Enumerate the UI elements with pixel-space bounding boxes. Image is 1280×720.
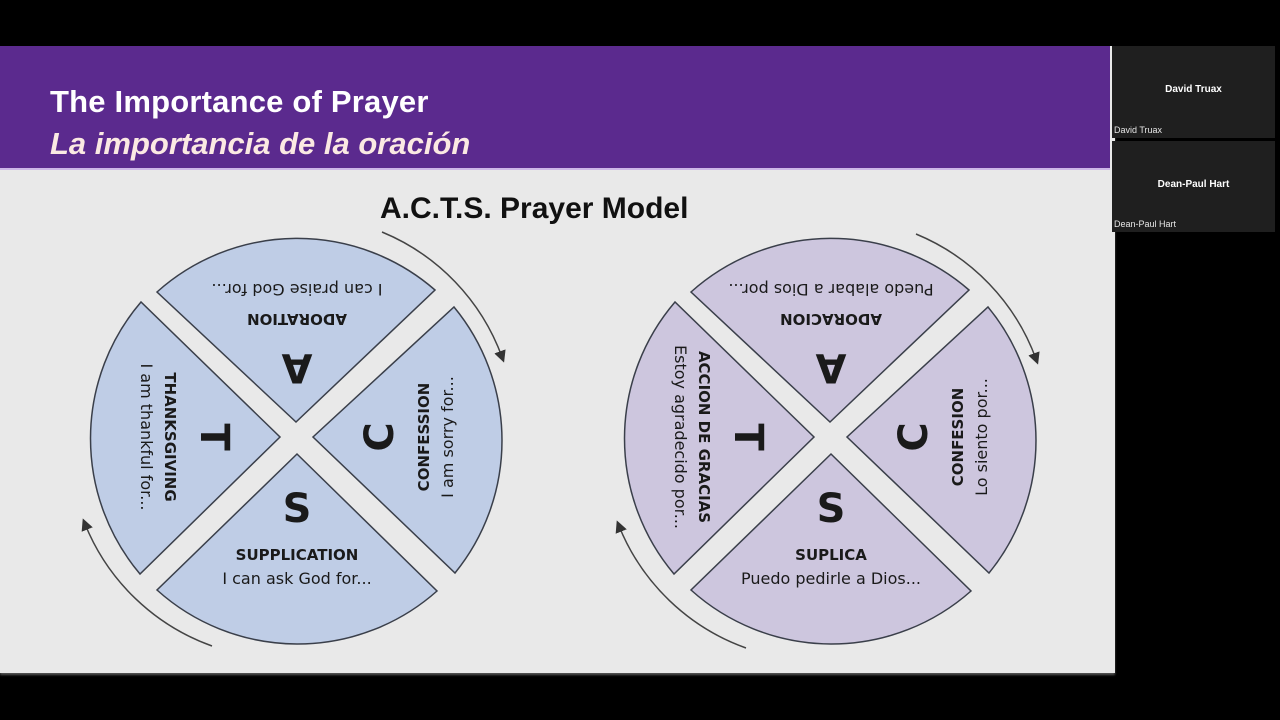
slide-header: The Importance of Prayer La importancia …: [0, 46, 1110, 170]
participant-name-label: David Truax: [1114, 125, 1163, 135]
prompt-confession: I am sorry for...: [438, 376, 457, 498]
label-supplication: SUPPLICATION: [236, 546, 359, 564]
participant-tile[interactable]: David Truax David Truax: [1112, 46, 1275, 138]
prompt-supplication: I can ask God for...: [222, 569, 371, 588]
quadrant-confesion: [845, 305, 1037, 575]
prompt-thanksgiving: I am thankful for...: [137, 364, 156, 511]
quadrant-suplica: [689, 452, 973, 645]
quadrant-confession: [311, 305, 503, 575]
letter-c: C: [891, 422, 937, 451]
label-adoration: ADORATION: [247, 310, 347, 328]
prompt-confesion: Lo siento por...: [972, 378, 991, 496]
prompt-suplica: Puedo pedirle a Dios...: [741, 569, 921, 588]
letter-t: T: [725, 423, 771, 451]
quadrant-adoration: [155, 237, 437, 424]
letter-s: S: [817, 486, 846, 532]
label-adoracion: ADORACION: [780, 310, 882, 328]
label-suplica: SUPLICA: [795, 546, 867, 564]
participant-display-name: David Truax: [1165, 84, 1222, 95]
prompt-accion-de-gracias: Estoy agradecido por...: [671, 345, 690, 529]
shared-slide: The Importance of Prayer La importancia …: [0, 46, 1115, 673]
letter-a: A: [281, 344, 312, 390]
quadrant-adoracion: [689, 237, 971, 424]
participant-display-name: Dean-Paul Hart: [1157, 179, 1230, 190]
label-confesion: CONFESION: [949, 388, 967, 487]
letter-s: S: [283, 486, 312, 532]
acts-diagram-spanish: A ADORACION Puedo alabar a Dios por... C…: [611, 222, 1051, 662]
prompt-adoracion: Puedo alabar a Dios por...: [728, 280, 933, 299]
prompt-adoration: I can praise God for...: [211, 280, 382, 299]
slide-title-english: The Importance of Prayer: [50, 84, 429, 119]
quadrant-accion-de-gracias: [623, 300, 816, 576]
participant-tile[interactable]: Dean-Paul Hart Dean-Paul Hart: [1112, 141, 1275, 232]
label-thanksgiving: THANKSGIVING: [161, 372, 179, 501]
letter-a: A: [815, 344, 846, 390]
participant-name-label: Dean-Paul Hart: [1114, 219, 1177, 229]
model-title: A.C.T.S. Prayer Model: [380, 192, 689, 225]
quadrant-thanksgiving: [89, 300, 282, 576]
acts-diagram-english: A ADORATION I can praise God for... C CO…: [77, 222, 517, 662]
letter-t: T: [191, 423, 237, 451]
label-confession: CONFESSION: [415, 383, 433, 492]
quadrant-supplication: [155, 452, 439, 645]
slide-title-spanish: La importancia de la oración: [50, 126, 471, 161]
label-accion-de-gracias: ACCION DE GRACIAS: [695, 351, 713, 523]
letter-c: C: [357, 422, 403, 451]
